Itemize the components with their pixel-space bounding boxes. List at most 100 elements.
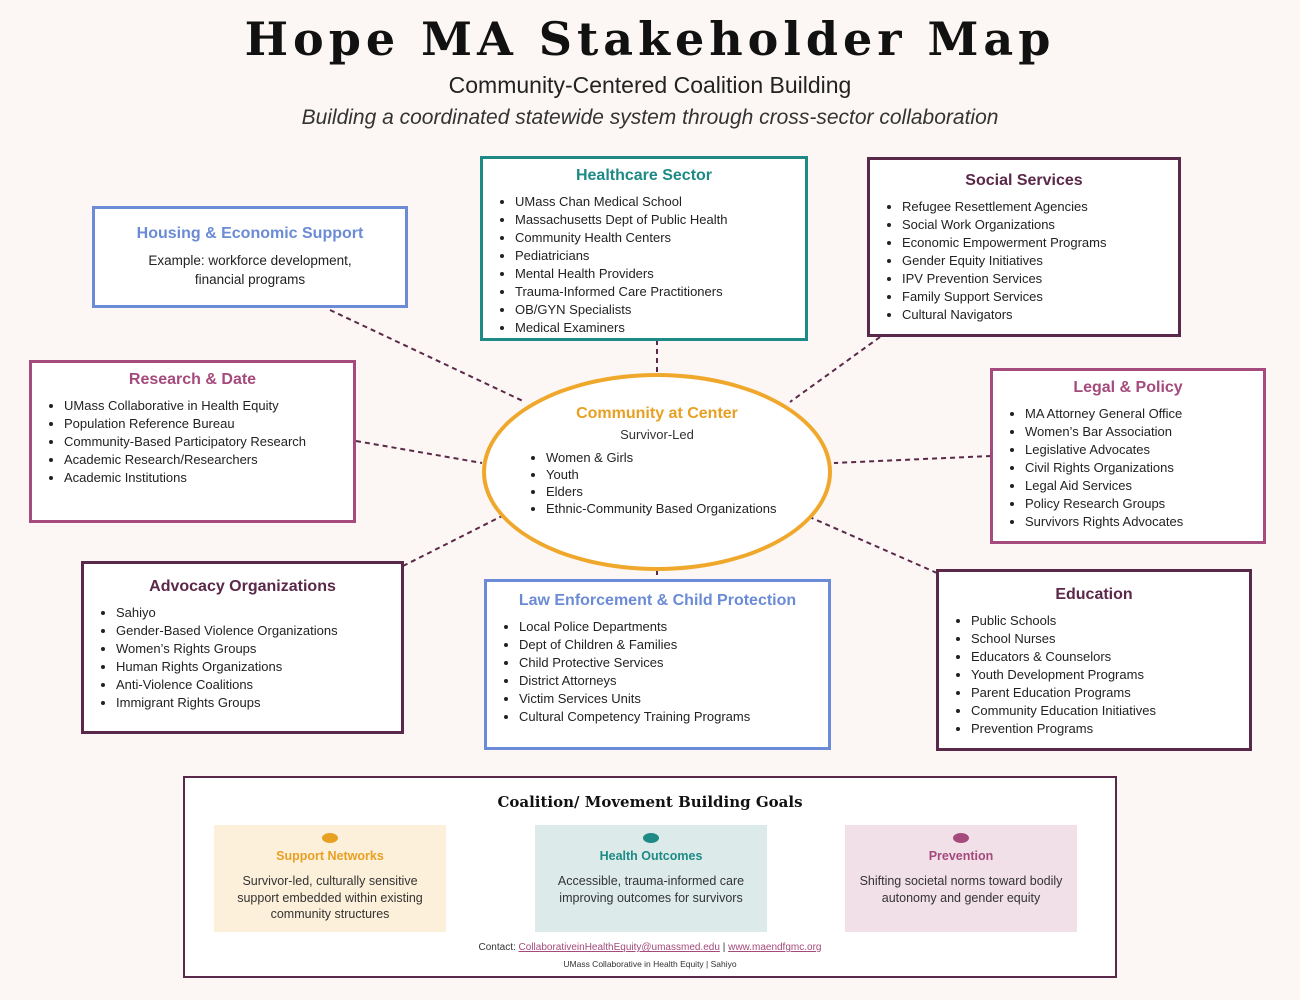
list-item: Trauma-Informed Care Practitioners — [515, 283, 795, 301]
list-item: Academic Research/Researchers — [64, 451, 343, 469]
contact-line: Contact: CollaborativeinHealthEquity@uma… — [185, 942, 1115, 953]
list-item: Community Education Initiatives — [971, 702, 1239, 720]
healthcare-sector-list: UMass Chan Medical SchoolMassachusetts D… — [493, 193, 795, 337]
list-item: Civil Rights Organizations — [1025, 459, 1253, 477]
goal-health-outcomes: Health Outcomes Accessible, trauma-infor… — [535, 825, 767, 932]
law-enforcement-list: Local Police DepartmentsDept of Children… — [497, 618, 818, 726]
education-title: Education — [1055, 586, 1133, 603]
research-box: Research & Date UMass Collaborative in H… — [29, 360, 356, 523]
list-item: Women’s Bar Association — [1025, 423, 1253, 441]
list-item: Women’s Rights Groups — [116, 640, 391, 658]
goals-title: Coalition/ Movement Building Goals — [497, 793, 803, 811]
page-tagline: Building a coordinated statewide system … — [301, 106, 999, 129]
list-item: Anti-Violence Coalitions — [116, 676, 391, 694]
list-item: Mental Health Providers — [515, 265, 795, 283]
list-item: MA Attorney General Office — [1025, 405, 1253, 423]
research-list: UMass Collaborative in Health EquityPopu… — [42, 397, 343, 487]
list-item: District Attorneys — [519, 672, 818, 690]
list-item: Medical Examiners — [515, 319, 795, 337]
list-item: Child Protective Services — [519, 654, 818, 672]
goal-title: Health Outcomes — [599, 849, 703, 863]
list-item: School Nurses — [971, 630, 1239, 648]
list-item: Community-Based Participatory Research — [64, 433, 343, 451]
list-item: Human Rights Organizations — [116, 658, 391, 676]
list-item: Survivors Rights Advocates — [1025, 513, 1253, 531]
goal-dot-icon — [643, 833, 659, 843]
healthcare-sector-box: Healthcare Sector UMass Chan Medical Sch… — [480, 156, 808, 341]
list-item: Social Work Organizations — [902, 216, 1168, 234]
community-center-ellipse: Community at Center Survivor-Led Women &… — [482, 373, 832, 571]
housing-economic-example: Example: workforce development, financia… — [148, 253, 352, 287]
connector-advocacy — [402, 511, 511, 567]
page-subtitle: Community-Centered Coalition Building — [448, 72, 852, 98]
education-list: Public SchoolsSchool NursesEducators & C… — [949, 612, 1239, 738]
list-item: Youth Development Programs — [971, 666, 1239, 684]
list-item: Gender Equity Initiatives — [902, 252, 1168, 270]
goals-panel: Coalition/ Movement Building Goals Suppo… — [183, 776, 1117, 978]
list-item: Legal Aid Services — [1025, 477, 1253, 495]
list-item: UMass Chan Medical School — [515, 193, 795, 211]
contact-email-link[interactable]: CollaborativeinHealthEquity@umassmed.edu — [518, 942, 720, 953]
list-item: Prevention Programs — [971, 720, 1239, 738]
list-item: Refugee Resettlement Agencies — [902, 198, 1168, 216]
goal-title: Support Networks — [276, 849, 384, 863]
housing-economic-box: Housing & Economic Support Example: work… — [92, 206, 408, 308]
legal-policy-list: MA Attorney General OfficeWomen’s Bar As… — [1003, 405, 1253, 531]
list-item: Pediatricians — [515, 247, 795, 265]
list-item: Ethnic-Community Based Organizations — [546, 500, 777, 517]
law-enforcement-title: Law Enforcement & Child Protection — [518, 592, 797, 609]
list-item: Legislative Advocates — [1025, 441, 1253, 459]
list-item: UMass Collaborative in Health Equity — [64, 397, 343, 415]
list-item: Academic Institutions — [64, 469, 343, 487]
list-item: Elders — [546, 483, 777, 500]
community-center-subtitle: Survivor-Led — [620, 427, 694, 442]
list-item: IPV Prevention Services — [902, 270, 1168, 288]
connector-education — [804, 514, 938, 574]
list-item: Educators & Counselors — [971, 648, 1239, 666]
list-item: Local Police Departments — [519, 618, 818, 636]
page-title: Hope MA Stakeholder Map — [244, 12, 1056, 66]
goal-title: Prevention — [928, 849, 994, 863]
website-link[interactable]: www.maendfgmc.org — [728, 942, 822, 953]
list-item: Massachusetts Dept of Public Health — [515, 211, 795, 229]
list-item: Cultural Navigators — [902, 306, 1168, 324]
goal-support-networks: Support Networks Survivor-led, culturall… — [214, 825, 446, 932]
list-item: Dept of Children & Families — [519, 636, 818, 654]
goal-prevention: Prevention Shifting societal norms towar… — [845, 825, 1077, 932]
list-item: Public Schools — [971, 612, 1239, 630]
list-item: OB/GYN Specialists — [515, 301, 795, 319]
advocacy-title: Advocacy Organizations — [149, 578, 336, 595]
list-item: Women & Girls — [546, 449, 777, 466]
advocacy-box: Advocacy Organizations SahiyoGender-Base… — [81, 561, 404, 734]
connector-social — [789, 336, 881, 403]
list-item: Community Health Centers — [515, 229, 795, 247]
list-item: Economic Empowerment Programs — [902, 234, 1168, 252]
goal-description: Survivor-led, culturally sensitive suppo… — [237, 874, 423, 921]
list-item: Family Support Services — [902, 288, 1168, 306]
goal-dot-icon — [953, 833, 969, 843]
list-item: Policy Research Groups — [1025, 495, 1253, 513]
goal-description: Shifting societal norms toward bodily au… — [859, 874, 1063, 905]
advocacy-list: SahiyoGender-Based Violence Organization… — [94, 604, 391, 712]
goal-description: Accessible, trauma-informed care improvi… — [557, 874, 745, 905]
goal-dot-icon — [322, 833, 338, 843]
housing-economic-title: Housing & Economic Support — [136, 225, 364, 242]
law-enforcement-box: Law Enforcement & Child Protection Local… — [484, 579, 831, 750]
social-services-title: Social Services — [965, 172, 1083, 189]
list-item: Gender-Based Violence Organizations — [116, 622, 391, 640]
community-center-title: Community at Center — [576, 405, 738, 422]
list-item: Victim Services Units — [519, 690, 818, 708]
research-title: Research & Date — [128, 371, 257, 388]
education-box: Education Public SchoolsSchool NursesEdu… — [936, 569, 1252, 751]
list-item: Population Reference Bureau — [64, 415, 343, 433]
contact-label: Contact: — [478, 942, 516, 953]
social-services-list: Refugee Resettlement AgenciesSocial Work… — [880, 198, 1168, 324]
list-item: Sahiyo — [116, 604, 391, 622]
connector-legal — [833, 455, 992, 464]
legal-policy-title: Legal & Policy — [1073, 379, 1183, 396]
list-item: Cultural Competency Training Programs — [519, 708, 818, 726]
healthcare-sector-title: Healthcare Sector — [575, 167, 713, 184]
list-item: Parent Education Programs — [971, 684, 1239, 702]
list-item: Immigrant Rights Groups — [116, 694, 391, 712]
